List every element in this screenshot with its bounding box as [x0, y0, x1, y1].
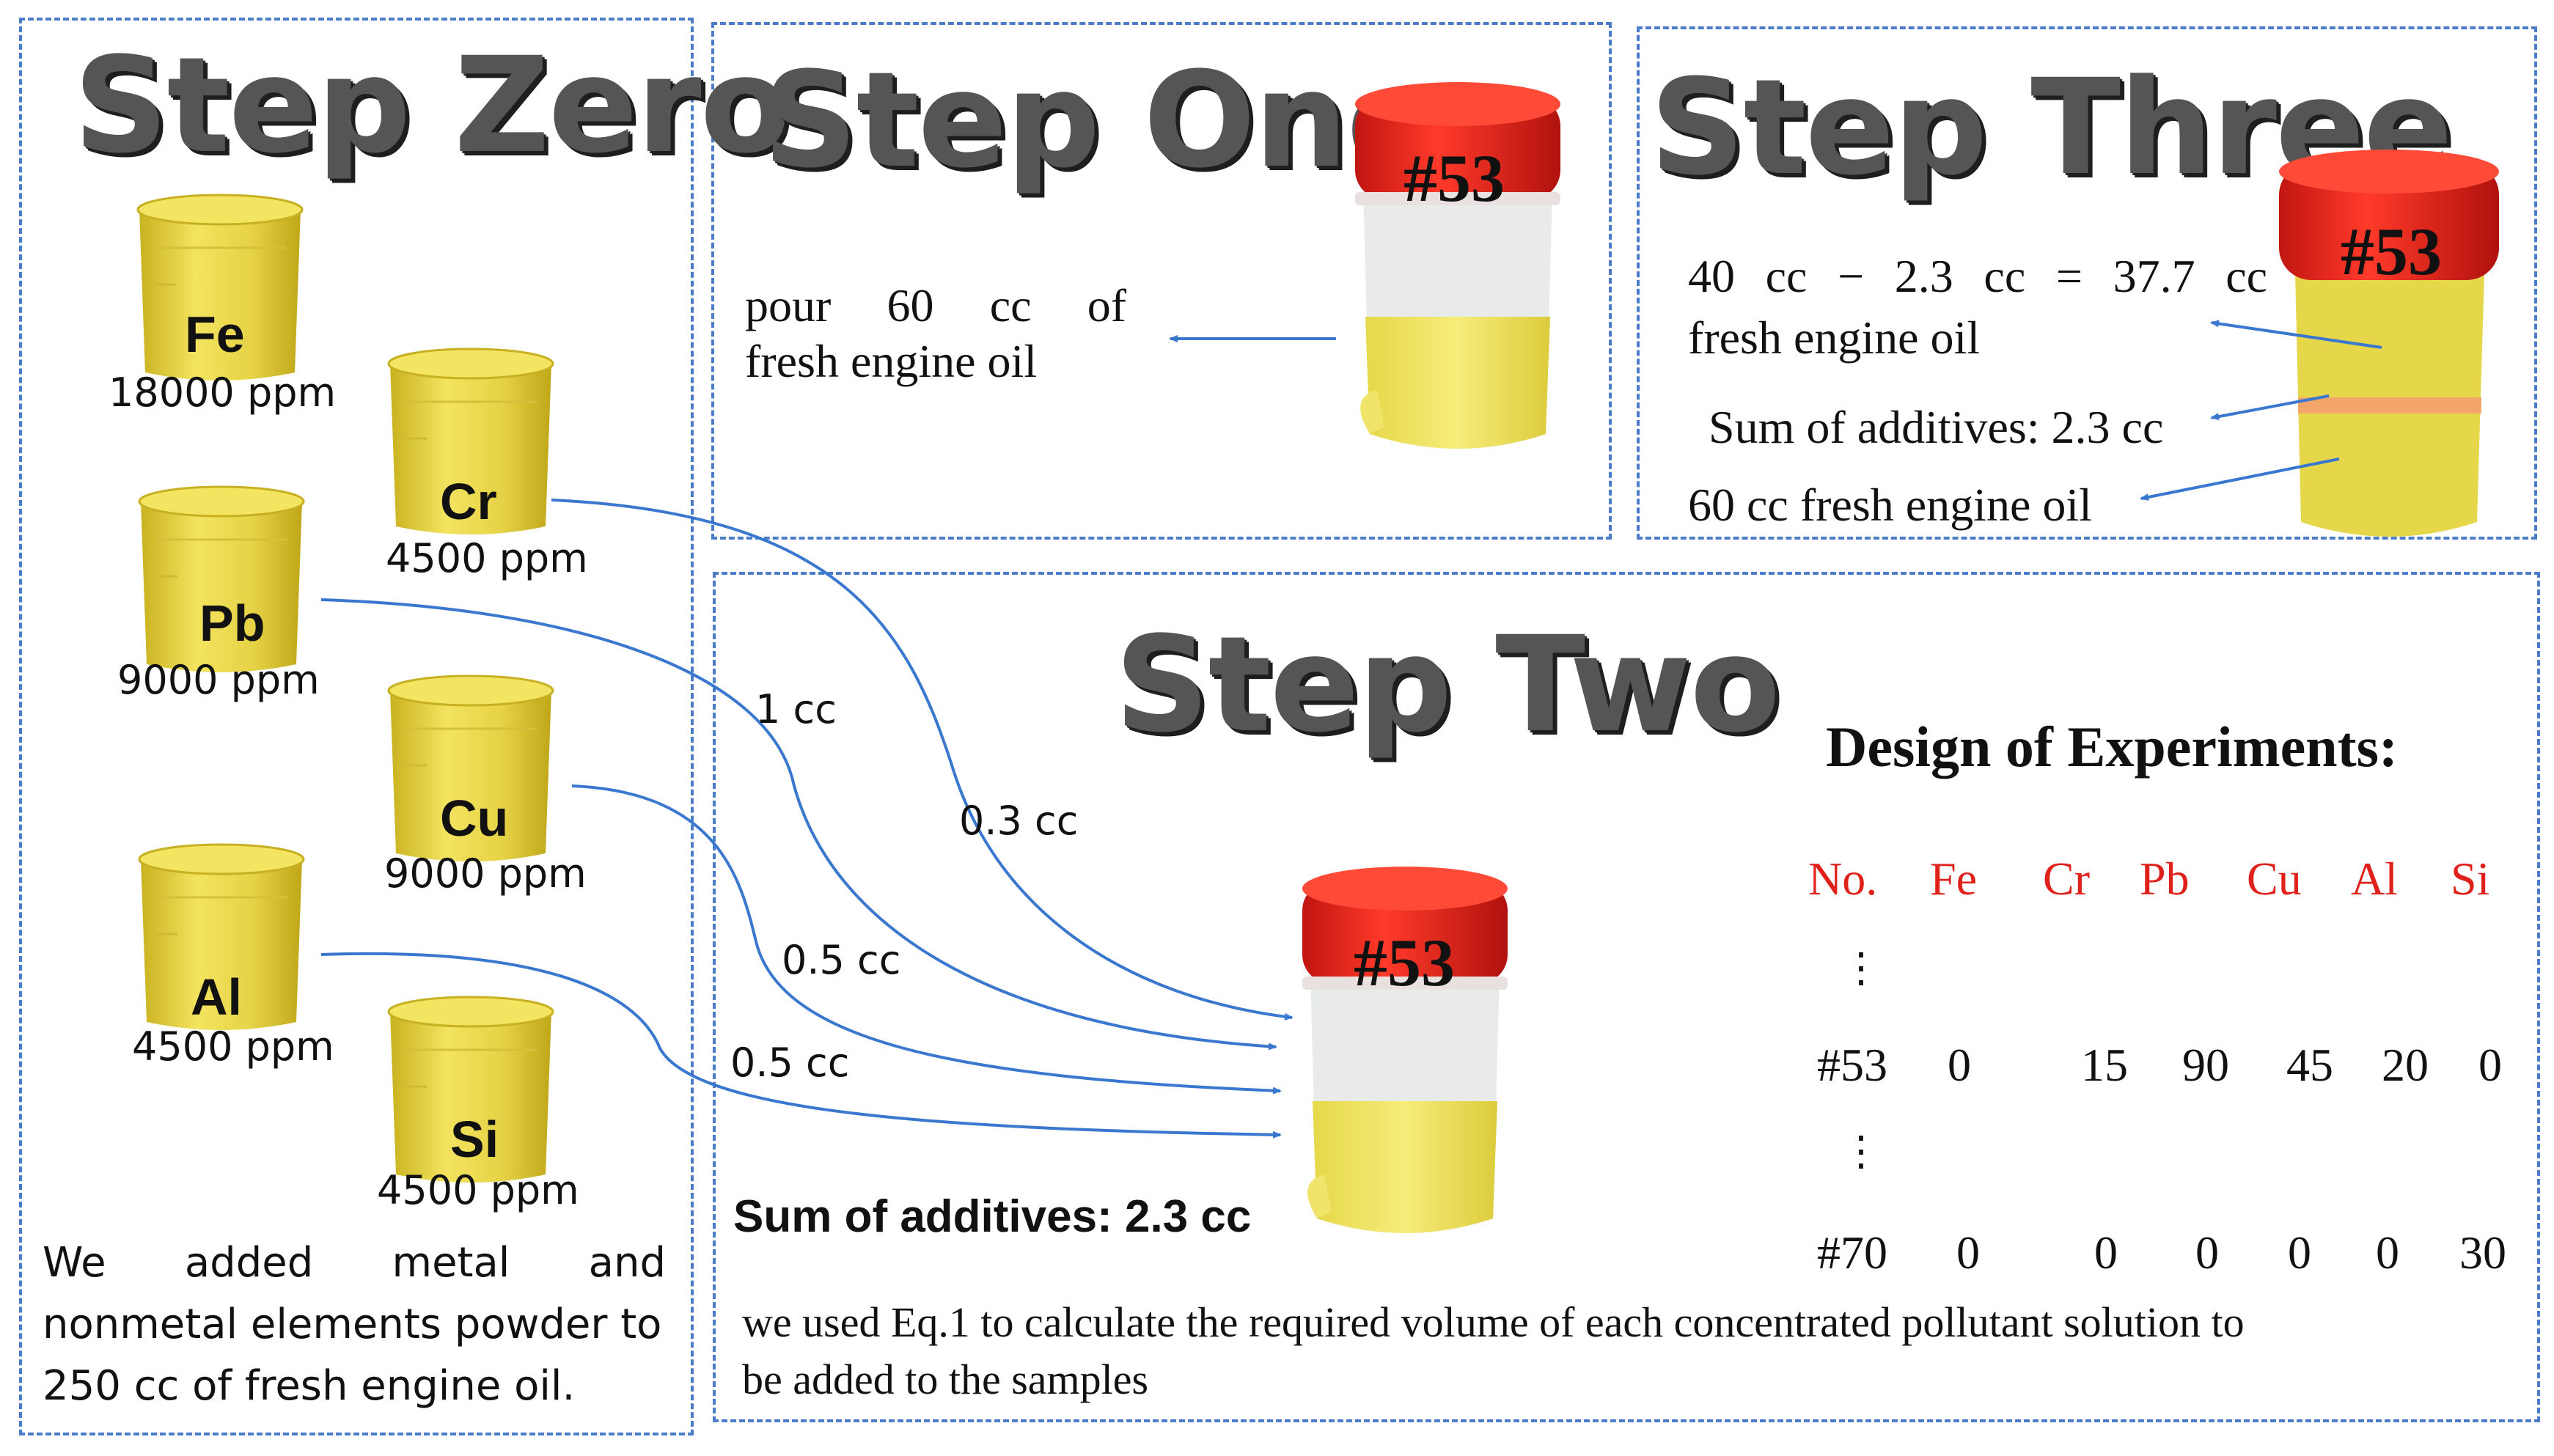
arrow-step-three-1 [2210, 320, 2382, 349]
arrow-step-three-3 [2140, 457, 2340, 501]
beaker-cr-icon [387, 348, 554, 534]
doe-ellipsis-1: ⋮ [1841, 946, 1882, 991]
doe-header-fe: Fe [1930, 853, 1977, 905]
doe-header-al: Al [2351, 853, 2398, 905]
step-zero-note-text-1: We added metal and [43, 1239, 666, 1287]
sample-jar-step-three-icon [2279, 150, 2499, 537]
doe-row-53-fe: 0 [1948, 1039, 1971, 1091]
doe-row-70-cr: 0 [2094, 1227, 2118, 1279]
doe-row-70-fe: 0 [1956, 1227, 1980, 1279]
step-two-footnote-line1: we used Eq.1 to calculate the required v… [742, 1298, 2245, 1346]
step-one-text-line1: pour 60 cc of [745, 279, 1126, 331]
step-zero-note-line3: 250 cc of fresh engine oil. [43, 1362, 576, 1410]
step-one-title: Step One [763, 44, 1436, 197]
volume-label-al: 0.5 cc [730, 1040, 850, 1086]
arrow-cu-to-jar [571, 784, 1282, 1095]
arrow-cr-to-jar [551, 499, 1293, 1021]
doe-row-70-al: 0 [2376, 1227, 2399, 1279]
beaker-label-fe: Fe [185, 306, 245, 363]
beaker-ppm-pb: 9000 ppm [117, 657, 320, 703]
doe-header-cu: Cu [2247, 853, 2302, 905]
jar-label-step-three: #53 [2341, 214, 2442, 289]
sample-jar-step-two-icon [1302, 867, 1508, 1233]
beaker-label-cu: Cu [440, 790, 509, 847]
arrow-pb-to-jar [320, 598, 1277, 1051]
doe-header-cr: Cr [2043, 853, 2090, 905]
step-zero-note-line1: We added metal and [43, 1232, 666, 1295]
doe-row-53-al: 20 [2382, 1039, 2429, 1091]
step-three-line1b: fresh engine oil [1688, 312, 1981, 364]
doe-row-53-cr: 15 [2081, 1039, 2128, 1091]
step-two-sum-label: Sum of additives: 2.3 cc [733, 1191, 1252, 1242]
step-zero-note-line2: nonmetal elements powder to [43, 1301, 662, 1348]
doe-header-pb: Pb [2140, 853, 2190, 905]
beaker-al-icon [138, 843, 305, 1030]
beaker-label-al: Al [191, 968, 242, 1026]
step-two-panel [713, 572, 2540, 1422]
beaker-ppm-cr: 4500 ppm [386, 535, 588, 581]
volume-label-pb: 1 cc [755, 686, 837, 732]
arrow-step-three-2 [2210, 394, 2330, 421]
beaker-label-si: Si [450, 1111, 499, 1168]
doe-row-53-no: #53 [1817, 1039, 1887, 1091]
sample-jar-step-one-icon [1355, 82, 1560, 449]
beaker-ppm-fe: 18000 ppm [109, 369, 337, 416]
step-two-footnote-line2: be added to the samples [742, 1356, 1149, 1403]
doe-title: Design of Experiments: [1826, 715, 2398, 779]
step-zero-panel [19, 18, 694, 1435]
beaker-ppm-al: 4500 ppm [132, 1023, 334, 1070]
doe-row-70-si: 30 [2459, 1227, 2506, 1279]
doe-ellipsis-2: ⋮ [1841, 1129, 1882, 1174]
step-three-line2: Sum of additives: 2.3 cc [1709, 401, 2164, 453]
doe-header-no: No. [1808, 853, 1878, 905]
doe-row-70-pb: 0 [2195, 1227, 2219, 1279]
step-three-line1: 40 cc − 2.3 cc = 37.7 cc [1688, 250, 2267, 302]
doe-row-53-pb: 90 [2182, 1039, 2229, 1091]
volume-label-cr: 0.3 cc [959, 798, 1079, 844]
jar-label-step-two: #53 [1354, 925, 1455, 1000]
doe-row-53-cu: 45 [2286, 1039, 2333, 1091]
arrow-al-to-jar [320, 952, 1282, 1139]
step-one-text-line2: fresh engine oil [745, 335, 1038, 387]
doe-row-53-si: 0 [2478, 1039, 2502, 1091]
beaker-pb-icon [138, 485, 305, 672]
beaker-ppm-si: 4500 ppm [377, 1167, 579, 1213]
beaker-ppm-cu: 9000 ppm [384, 850, 587, 897]
step-zero-title: Step Zero [73, 29, 790, 183]
doe-header-si: Si [2451, 853, 2490, 905]
step-three-panel [1637, 26, 2537, 540]
beaker-cu-icon [387, 674, 554, 861]
step-three-line3: 60 cc fresh engine oil [1688, 479, 2092, 531]
doe-row-70-no: #70 [1817, 1227, 1887, 1279]
step-two-title: Step Two [1115, 608, 1780, 762]
volume-label-cu: 0.5 cc [782, 937, 901, 983]
jar-label-step-one: #53 [1403, 141, 1505, 216]
beaker-si-icon [387, 996, 554, 1183]
doe-row-70-cu: 0 [2288, 1227, 2311, 1279]
step-one-panel [711, 22, 1612, 540]
beaker-fe-icon [136, 194, 304, 380]
beaker-label-pb: Pb [199, 595, 265, 652]
beaker-label-cr: Cr [440, 473, 497, 530]
